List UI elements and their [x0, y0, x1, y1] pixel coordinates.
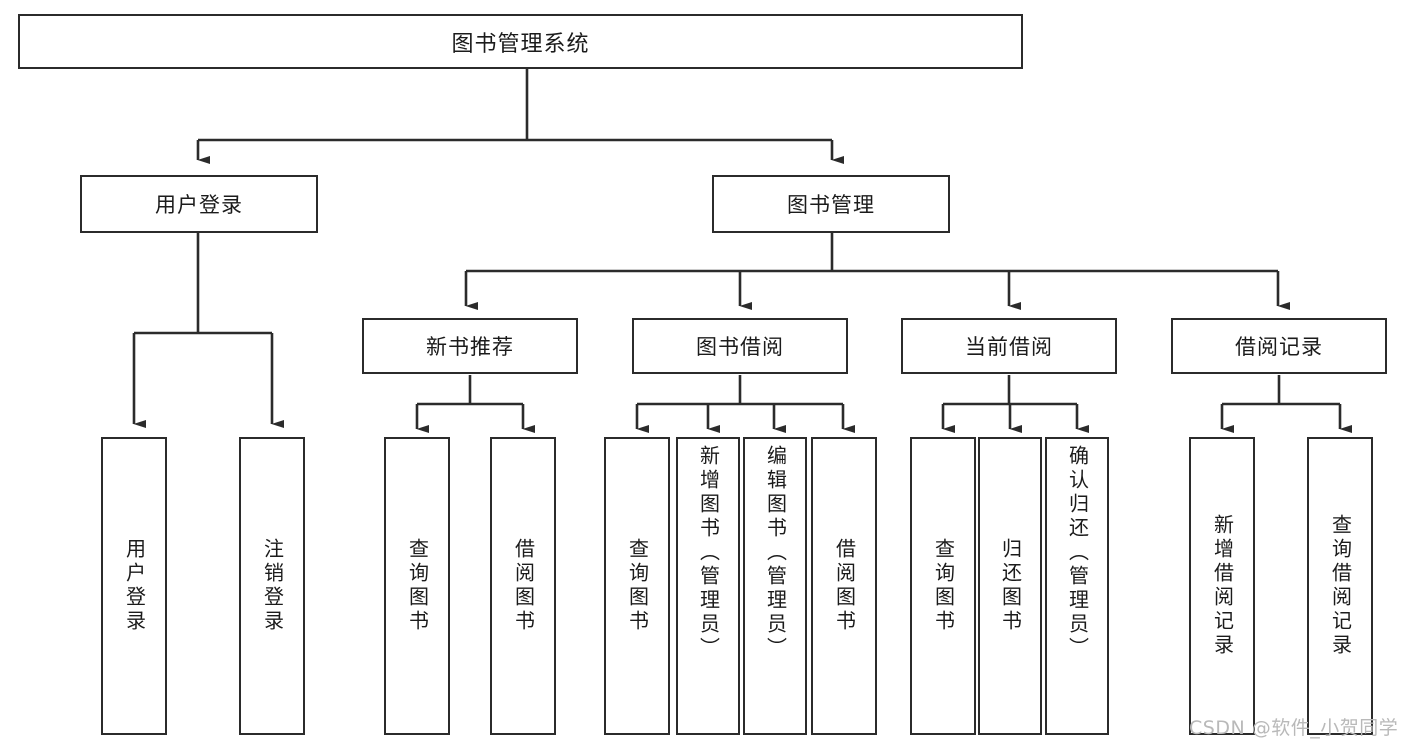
leaf-label: 归还图书 [998, 538, 1023, 634]
node-leaf-query-book-2[interactable]: 查询图书 [604, 437, 670, 735]
node-leaf-return-book[interactable]: 归还图书 [978, 437, 1042, 735]
leaf-label: 确认归还（管理员） [1065, 445, 1090, 661]
node-current-borrow[interactable]: 当前借阅 [901, 318, 1117, 374]
leaf-label: 新增图书（管理员） [696, 445, 721, 661]
csdn-watermark: CSDN @软件_小贺同学 [1189, 717, 1399, 739]
leaf-label: 借阅图书 [832, 538, 857, 634]
leaf-label: 查询借阅记录 [1328, 514, 1353, 658]
node-leaf-confirm-return[interactable]: 确认归还（管理员） [1045, 437, 1109, 735]
leaf-label: 查询图书 [931, 538, 956, 634]
leaf-label: 注销登录 [260, 538, 285, 634]
node-leaf-logout[interactable]: 注销登录 [239, 437, 305, 735]
leaf-label: 用户登录 [122, 538, 147, 634]
node-leaf-edit-book[interactable]: 编辑图书（管理员） [743, 437, 807, 735]
leaf-label: 新增借阅记录 [1210, 514, 1235, 658]
node-leaf-query-book-3[interactable]: 查询图书 [910, 437, 976, 735]
node-leaf-add-record[interactable]: 新增借阅记录 [1189, 437, 1255, 735]
node-leaf-borrow-book-2[interactable]: 借阅图书 [811, 437, 877, 735]
node-book-manage[interactable]: 图书管理 [712, 175, 950, 233]
leaf-label: 查询图书 [625, 538, 650, 634]
node-new-book-rec[interactable]: 新书推荐 [362, 318, 578, 374]
node-leaf-user-login[interactable]: 用户登录 [101, 437, 167, 735]
leaf-label: 查询图书 [405, 538, 430, 634]
leaf-label: 编辑图书（管理员） [763, 445, 788, 661]
node-root[interactable]: 图书管理系统 [18, 14, 1023, 69]
node-borrow-record[interactable]: 借阅记录 [1171, 318, 1387, 374]
leaf-label: 借阅图书 [511, 538, 536, 634]
node-leaf-query-book-1[interactable]: 查询图书 [384, 437, 450, 735]
node-leaf-query-record[interactable]: 查询借阅记录 [1307, 437, 1373, 735]
node-user-login[interactable]: 用户登录 [80, 175, 318, 233]
node-leaf-add-book[interactable]: 新增图书（管理员） [676, 437, 740, 735]
node-book-borrow[interactable]: 图书借阅 [632, 318, 848, 374]
node-leaf-borrow-book-1[interactable]: 借阅图书 [490, 437, 556, 735]
